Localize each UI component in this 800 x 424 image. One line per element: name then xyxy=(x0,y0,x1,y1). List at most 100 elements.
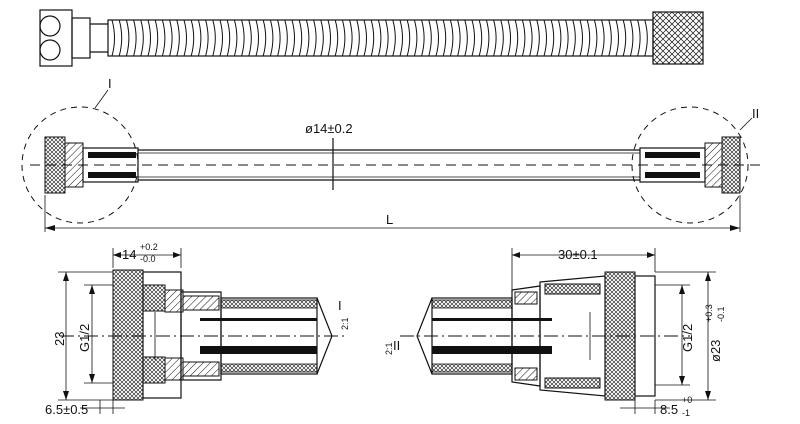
coil-line xyxy=(385,19,389,57)
coil-line xyxy=(507,19,511,57)
coil-line xyxy=(586,19,591,57)
coil-line xyxy=(248,19,252,57)
coil-line xyxy=(500,19,504,57)
coil-line xyxy=(125,19,130,57)
coil-line xyxy=(579,19,583,57)
coil-line xyxy=(521,19,526,57)
coil-line xyxy=(320,19,324,57)
detail-label-i: I xyxy=(108,76,112,91)
dim-23-left: 23 xyxy=(52,332,67,346)
dim-14-tol-lower: -0.0 xyxy=(140,254,156,264)
coil-line xyxy=(327,19,331,57)
coil-line xyxy=(413,19,418,57)
coil-line xyxy=(514,19,519,57)
coil-line xyxy=(399,19,403,57)
coil-line xyxy=(169,19,173,57)
coil-line xyxy=(493,19,497,57)
detail-ii-view: 30±0.1 G1/2 ø23 +0.3 -0.1 8.5 +0 -1 2:1 … xyxy=(384,247,726,418)
coil-line xyxy=(269,19,274,57)
detail-label-ii: II xyxy=(752,106,759,121)
coil-line xyxy=(370,19,375,57)
coil-line xyxy=(277,19,281,57)
coil-line xyxy=(205,19,209,57)
coil-line xyxy=(341,19,346,57)
coil-line xyxy=(572,19,576,57)
coil-line xyxy=(622,19,627,57)
scale-right-bottom: 2:1 xyxy=(384,342,394,355)
coil-line xyxy=(305,19,310,57)
coil-line xyxy=(536,19,540,57)
coil-line xyxy=(349,19,353,57)
coil-line xyxy=(608,19,612,57)
coil-line xyxy=(226,19,231,57)
dim-23-right: ø23 xyxy=(708,340,723,362)
coil-line xyxy=(334,19,339,57)
right-knurled-nut xyxy=(652,11,704,65)
coil-line xyxy=(147,19,151,57)
coil-line xyxy=(111,19,115,57)
coil-line xyxy=(291,19,295,57)
coil-line xyxy=(284,19,288,57)
dim-g12-left: G1/2 xyxy=(77,324,92,352)
coil-line xyxy=(313,19,317,57)
coil-line xyxy=(421,19,425,57)
coil-line xyxy=(392,19,396,57)
scale-left-top: I xyxy=(338,298,342,313)
coil-line xyxy=(197,19,202,57)
length-label: L xyxy=(386,212,393,227)
dim-g12-right: G1/2 xyxy=(680,324,695,352)
coil-line xyxy=(471,19,475,57)
coil-line xyxy=(529,19,533,57)
coil-line xyxy=(601,19,605,57)
coil-line xyxy=(543,19,547,57)
hose-section-view: I II ø14±0.2 L xyxy=(21,76,760,232)
coil-line xyxy=(637,19,641,57)
coil-line xyxy=(615,19,619,57)
coil-line xyxy=(406,19,411,57)
coil-line xyxy=(377,19,382,57)
dim-23-tol-upper: +0.3 xyxy=(704,304,714,322)
dim-14: 14 xyxy=(122,247,136,262)
hose-diameter-label: ø14±0.2 xyxy=(305,121,353,136)
coil-line xyxy=(593,19,598,57)
coil-line xyxy=(176,19,180,57)
dim-8-5-tol-upper: +0 xyxy=(682,395,692,405)
coil-line xyxy=(485,19,490,57)
coil-line xyxy=(550,19,555,57)
coil-line xyxy=(190,19,195,57)
detail-i-view: 14 +0.2 -0.0 23 G1/2 6.5±0.5 I 2:1 xyxy=(45,242,350,417)
dim-30: 30±0.1 xyxy=(558,247,598,262)
coil-line xyxy=(298,19,303,57)
dim-6-5: 6.5±0.5 xyxy=(45,402,88,417)
dim-23-tol-lower: -0.1 xyxy=(716,306,726,322)
coil-line xyxy=(262,19,267,57)
coil-line xyxy=(233,19,238,57)
dim-14-tol-upper: +0.2 xyxy=(140,242,158,252)
coil-line xyxy=(356,19,360,57)
coil-line xyxy=(154,19,159,57)
coil-line xyxy=(644,19,648,57)
coil-line xyxy=(161,19,166,57)
scale-right-top: II xyxy=(393,338,400,353)
coil-line xyxy=(435,19,439,57)
coil-line xyxy=(255,19,259,57)
dim-8-5-tol-lower: -1 xyxy=(682,408,690,418)
coil-line xyxy=(183,19,187,57)
coil-line xyxy=(557,19,562,57)
coil-line xyxy=(212,19,216,57)
coil-line xyxy=(478,19,483,57)
coil-line xyxy=(629,19,634,57)
coil-line xyxy=(241,19,245,57)
scale-left-bottom: 2:1 xyxy=(340,317,350,330)
coil-line xyxy=(133,19,137,57)
coil-line xyxy=(219,19,223,57)
coil-line xyxy=(449,19,454,57)
coil-line xyxy=(428,19,432,57)
coil-line xyxy=(442,19,447,57)
coil-line xyxy=(565,19,569,57)
detail-i-thread xyxy=(112,269,144,401)
coil-line xyxy=(457,19,461,57)
hose-coils xyxy=(111,19,648,57)
hose-top-view xyxy=(39,9,704,67)
coil-line xyxy=(363,19,367,57)
